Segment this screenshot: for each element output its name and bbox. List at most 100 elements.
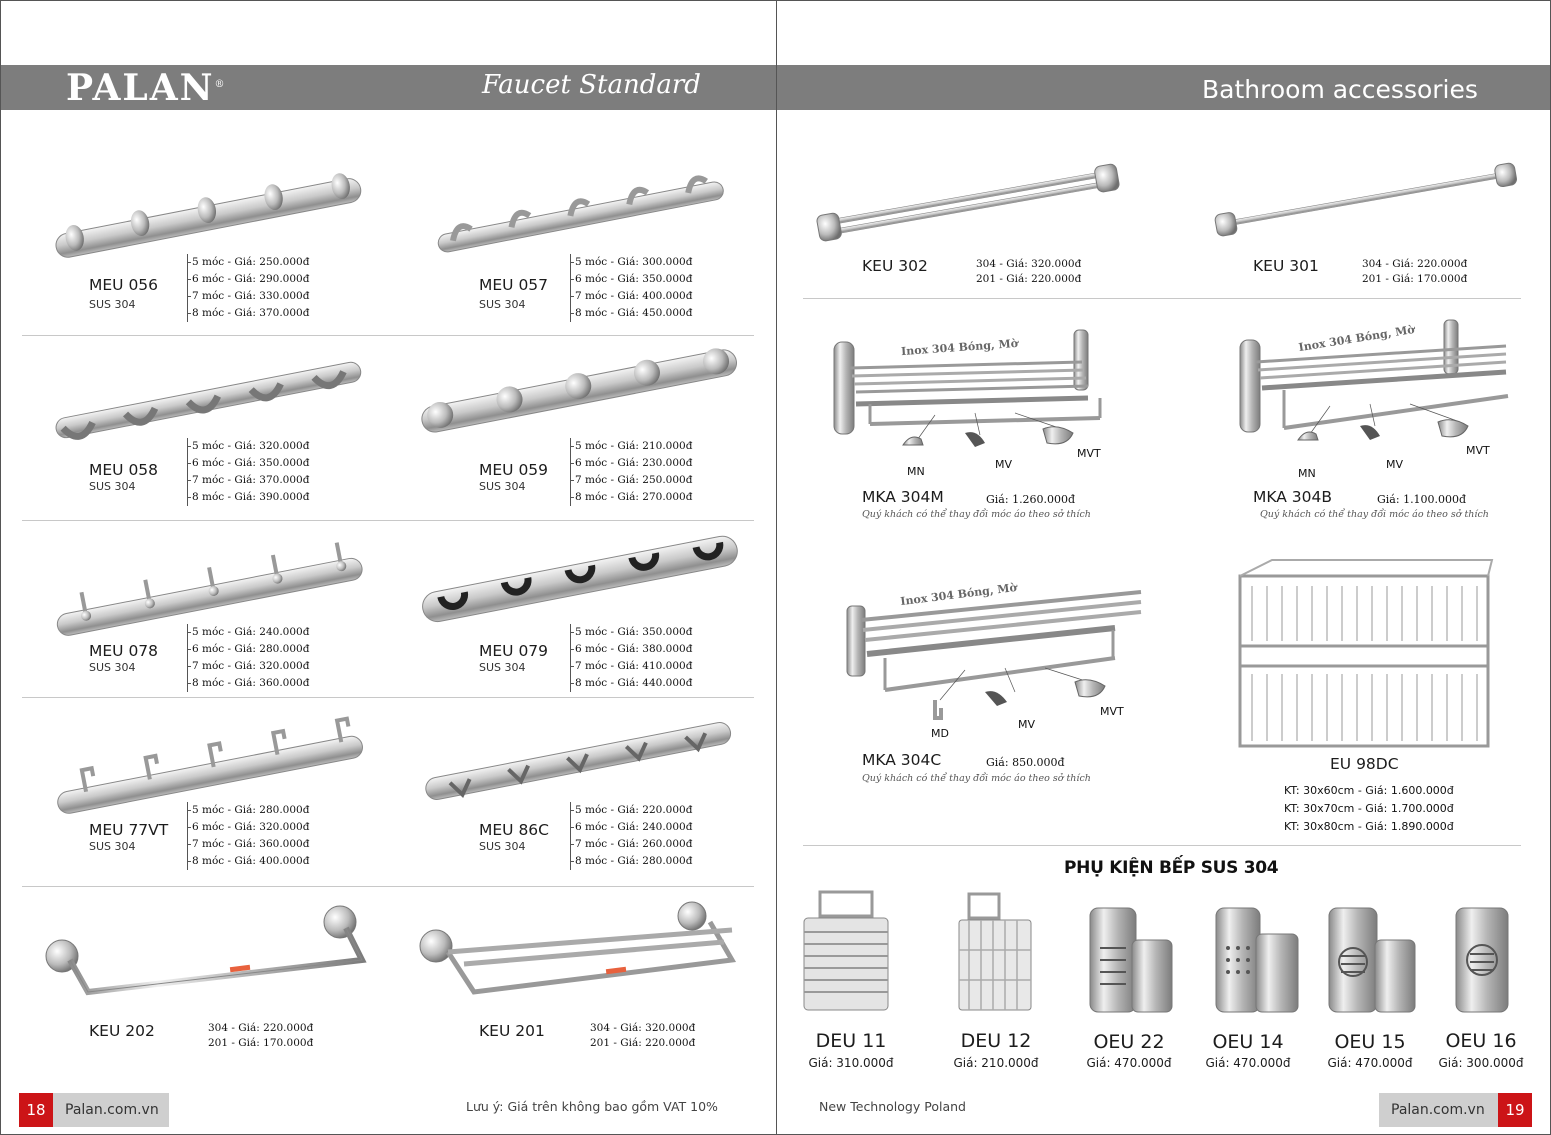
product-price: Giá: 1.260.000đ (986, 493, 1076, 506)
hook-label: MV (1386, 458, 1404, 471)
product-note: Quý khách có thể thay đổi móc áo theo sở… (862, 773, 1091, 784)
hook-rail-image (55, 173, 362, 258)
towel-bar-image (419, 901, 737, 995)
divider (22, 886, 754, 887)
divider (803, 298, 1521, 299)
product-price: Giá: 470.000đ (1086, 1056, 1172, 1070)
hook-label: MN (907, 465, 925, 478)
site-url-right[interactable]: Palan.com.vn (1379, 1093, 1498, 1127)
vat-note: Lưu ý: Giá trên không bao gồm VAT 10% (466, 1099, 718, 1114)
product-name: MEU 058 (89, 461, 159, 479)
utensil-holder-image (1328, 907, 1416, 1013)
header-bar-left (1, 65, 776, 110)
hook-label: MVT (1077, 447, 1101, 460)
product-name: DEU 12 (960, 1030, 1032, 1052)
product-name: MEU 86C (479, 821, 549, 839)
product-name: KEU 201 (479, 1022, 545, 1040)
product-material: SUS 304 (89, 840, 136, 853)
product-name: MEU 057 (479, 276, 549, 294)
hook-rail-image (425, 722, 732, 800)
product-name: OEU 22 (1093, 1031, 1165, 1053)
hook-rail-image (421, 348, 737, 433)
hook-rail-image (57, 716, 363, 814)
product-note: Quý khách có thể thay đổi móc áo theo sở… (1260, 509, 1489, 520)
right-header-title: Bathroom accessories (1202, 75, 1478, 104)
product-name: KEU 302 (862, 257, 928, 275)
hook-samples (1297, 403, 1469, 441)
product-name: MKA 304B (1253, 488, 1333, 506)
product-material: SUS 304 (89, 661, 136, 674)
product-note: Quý khách có thể thay đổi móc áo theo sở… (862, 509, 1091, 520)
divider (22, 697, 754, 698)
product-price: Giá: 1.100.000đ (1377, 493, 1467, 506)
tagline: New Technology Poland (819, 1099, 966, 1114)
product-name: MEU 056 (89, 276, 159, 294)
product-price: Giá: 210.000đ (953, 1056, 1039, 1070)
product-name: MEU 079 (479, 642, 549, 660)
product-material: SUS 304 (479, 840, 526, 853)
hook-rail-image (55, 361, 362, 440)
product-name: MEU 77VT (89, 821, 169, 839)
left-header-title: Faucet Standard (482, 70, 701, 100)
utensil-holder-image (1215, 907, 1299, 1013)
utensil-holder-image (958, 892, 1032, 1011)
dish-rack-image (1238, 559, 1494, 748)
utensil-holder-image (803, 890, 889, 1011)
utensil-holder-image (1089, 907, 1173, 1013)
towel-rack-image (833, 329, 1102, 435)
utensil-holder-image (1455, 907, 1509, 1013)
product-name: MEU 059 (479, 461, 549, 479)
product-material: SUS 304 (479, 298, 526, 311)
product-name: KEU 202 (89, 1022, 155, 1040)
product-name: MEU 078 (89, 642, 159, 660)
brand-logo: PALAN® (66, 67, 227, 109)
product-name: EU 98DC (1330, 755, 1399, 773)
hook-label: MV (1018, 718, 1036, 731)
towel-bar-image (45, 905, 367, 996)
product-price: Giá: 850.000đ (986, 756, 1065, 769)
product-name: MKA 304C (862, 751, 942, 769)
product-name: OEU 16 (1445, 1030, 1517, 1052)
hook-samples (902, 412, 1074, 447)
page-number-right: 19 (1498, 1093, 1532, 1127)
product-name: OEU 14 (1212, 1031, 1284, 1053)
product-material: SUS 304 (479, 480, 526, 493)
divider (803, 845, 1521, 846)
towel-rack-image (1239, 319, 1509, 433)
product-name: MKA 304M (862, 488, 944, 506)
product-price: Giá: 470.000đ (1205, 1056, 1291, 1070)
site-url-left[interactable]: Palan.com.vn (53, 1093, 169, 1127)
hook-label: MV (995, 458, 1013, 471)
hook-label: MVT (1100, 705, 1124, 718)
hook-samples (933, 667, 1106, 720)
towel-bar-image (1214, 162, 1517, 237)
product-price: Giá: 310.000đ (808, 1056, 894, 1070)
hook-rail-image (422, 535, 738, 623)
product-name: KEU 301 (1253, 257, 1319, 275)
towel-rack-image (846, 590, 1142, 692)
hook-label: MN (1298, 467, 1316, 480)
product-material: SUS 304 (89, 298, 136, 311)
product-material: SUS 304 (479, 661, 526, 674)
product-price: Giá: 470.000đ (1327, 1056, 1413, 1070)
page-number-left: 18 (19, 1093, 53, 1127)
divider (22, 520, 754, 521)
towel-bar-image (816, 163, 1120, 242)
header-bar-right (777, 65, 1550, 110)
product-name: OEU 15 (1334, 1031, 1406, 1053)
product-price: Giá: 300.000đ (1438, 1056, 1524, 1070)
hook-label: MVT (1466, 444, 1490, 457)
